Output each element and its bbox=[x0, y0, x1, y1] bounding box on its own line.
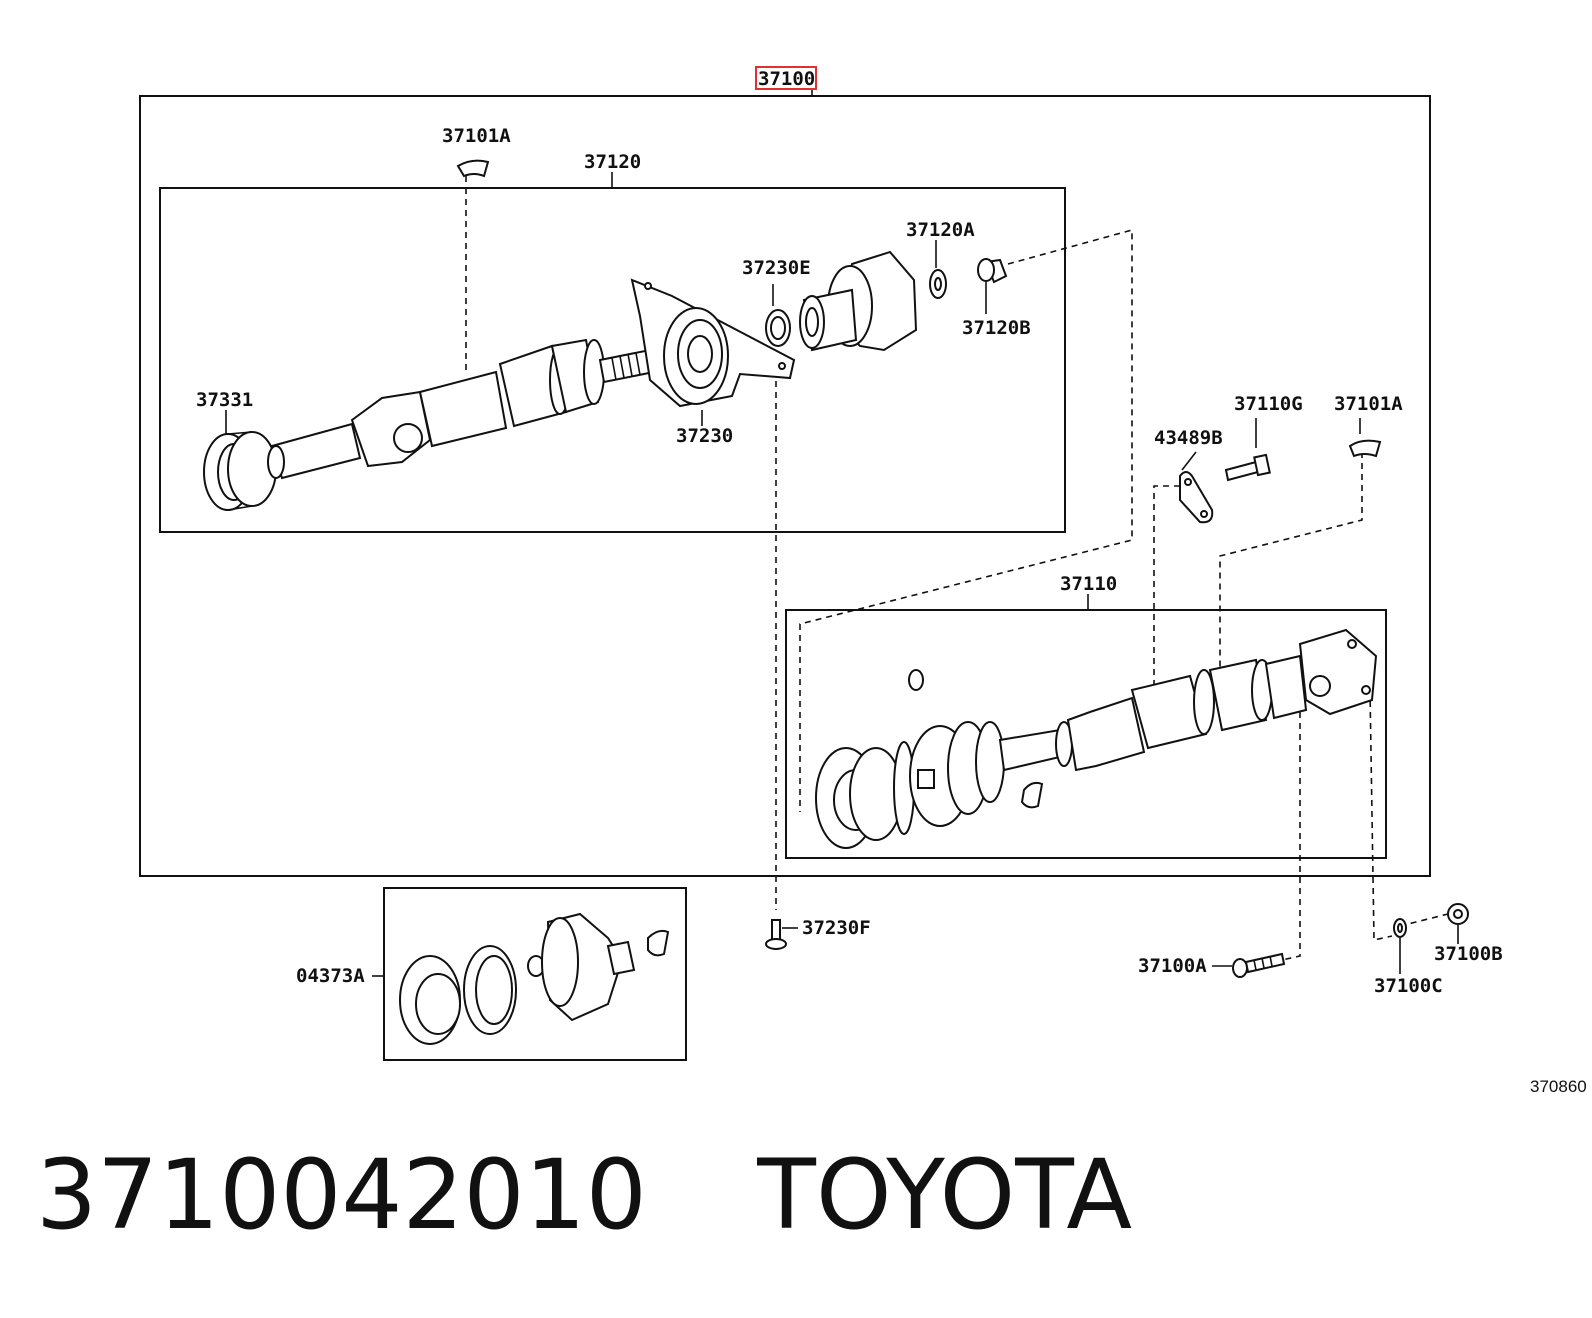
nut-37120B bbox=[977, 258, 1008, 284]
boot-kit-04373A bbox=[399, 912, 670, 1045]
highlight-box bbox=[755, 66, 817, 90]
label-37101A-right: 37101A bbox=[1334, 393, 1403, 415]
diagram-ref-number: 370860 bbox=[1530, 1077, 1587, 1096]
label-04373A: 04373A bbox=[296, 965, 365, 987]
label-37101A-top: 37101A bbox=[442, 125, 511, 147]
subframe-37110 bbox=[785, 609, 1387, 859]
bolt-37100A bbox=[1232, 952, 1286, 978]
assembly-frame-37100 bbox=[139, 95, 1431, 877]
front-propeller-shaft bbox=[267, 338, 656, 480]
clip-37101A-a bbox=[456, 159, 490, 178]
washer-37100C bbox=[1393, 918, 1407, 938]
center-bearing-37230 bbox=[630, 278, 796, 408]
bolt-37110G bbox=[1224, 453, 1271, 482]
label-43489B: 43489B bbox=[1154, 427, 1223, 449]
plate-43489B bbox=[1179, 471, 1214, 524]
label-37120: 37120 bbox=[584, 151, 641, 173]
part-number: 3710042010 bbox=[36, 1139, 647, 1251]
brand-name: TOYOTA bbox=[757, 1139, 1133, 1251]
nut-37100B bbox=[1447, 903, 1469, 925]
flange-yoke bbox=[799, 250, 918, 352]
label-37110: 37110 bbox=[1060, 573, 1117, 595]
label-37120B: 37120B bbox=[962, 317, 1031, 339]
label-37120A: 37120A bbox=[906, 219, 975, 241]
label-37100B: 37100B bbox=[1434, 943, 1503, 965]
label-37230F: 37230F bbox=[802, 917, 871, 939]
washer-37120A bbox=[929, 269, 947, 299]
bolt-37230F bbox=[765, 919, 787, 950]
label-37100A: 37100A bbox=[1138, 955, 1207, 977]
label-37100: 37100 bbox=[758, 68, 815, 90]
part-caption: 3710042010 TOYOTA bbox=[36, 1140, 1132, 1250]
clip-37101A-b bbox=[1348, 439, 1382, 458]
bearing-37331 bbox=[203, 431, 277, 511]
label-37230E: 37230E bbox=[742, 257, 811, 279]
label-37110G: 37110G bbox=[1234, 393, 1303, 415]
subframe-04373A bbox=[383, 887, 687, 1061]
parts-diagram: 37100 37101A 37120 37120A 37230E 37120B … bbox=[139, 66, 1587, 1096]
label-37100C: 37100C bbox=[1374, 975, 1443, 997]
washer-37230E bbox=[765, 309, 791, 347]
rear-propeller-shaft bbox=[815, 628, 1378, 849]
label-37230: 37230 bbox=[676, 425, 733, 447]
label-37331: 37331 bbox=[196, 389, 253, 411]
